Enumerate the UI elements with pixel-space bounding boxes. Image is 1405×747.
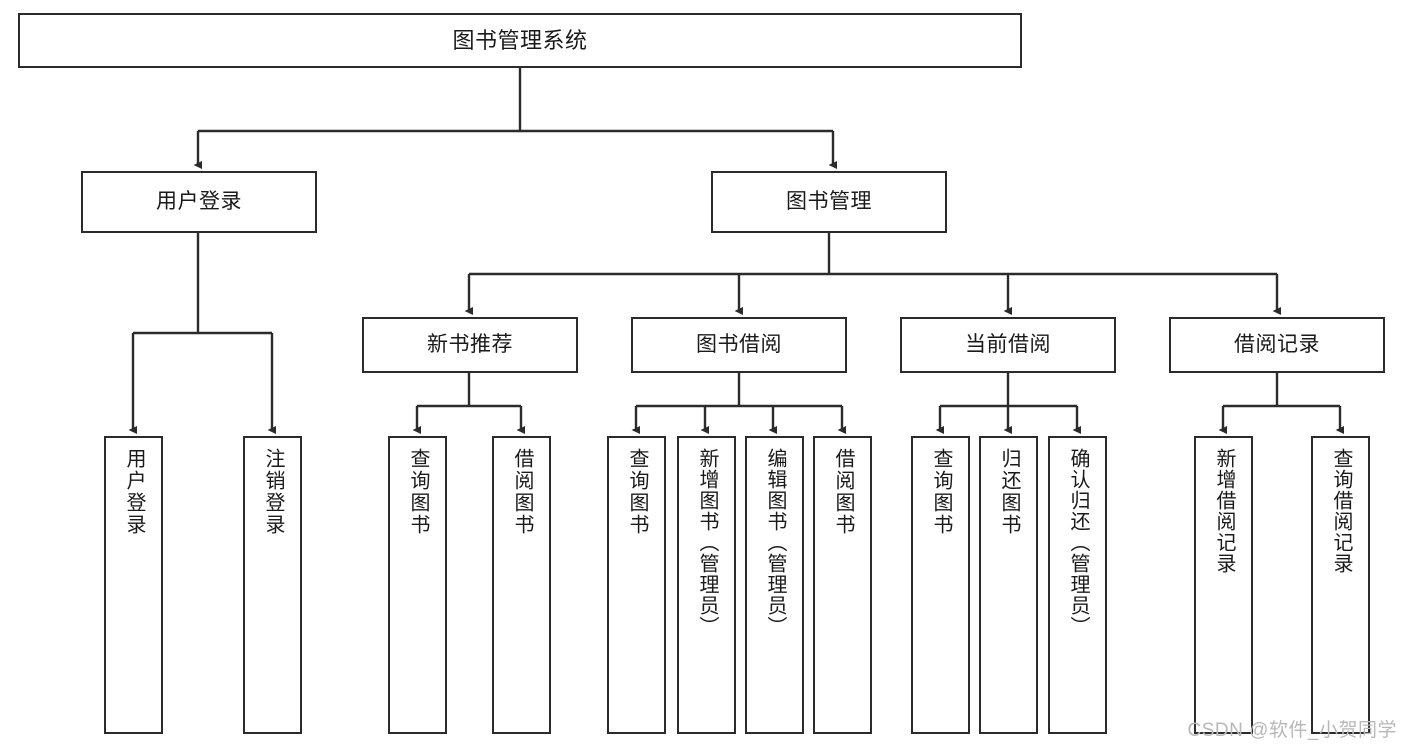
node-book-manage-label: 图书管理	[786, 189, 872, 213]
node-leaf-add-record-label: 新增借阅记录	[1213, 448, 1235, 574]
node-current-borrow-label: 当前借阅	[965, 332, 1051, 356]
node-leaf-add-book[interactable]: 新增图书（管理员）	[677, 436, 736, 734]
node-leaf-borrow-book-1-label: 借阅图书	[511, 448, 533, 536]
node-root-label: 图书管理系统	[452, 27, 588, 53]
node-leaf-borrow-book-2[interactable]: 借阅图书	[813, 436, 872, 734]
node-borrow-record[interactable]: 借阅记录	[1169, 317, 1385, 373]
node-leaf-query-record[interactable]: 查询借阅记录	[1311, 436, 1370, 734]
node-root[interactable]: 图书管理系统	[18, 13, 1022, 68]
node-leaf-query-book-1-label: 查询图书	[407, 448, 429, 536]
node-borrow-record-label: 借阅记录	[1234, 332, 1320, 356]
node-leaf-query-book-2-label: 查询图书	[626, 448, 648, 536]
node-current-borrow[interactable]: 当前借阅	[900, 317, 1116, 373]
node-leaf-logout-login-label: 注销登录	[262, 448, 284, 536]
node-user-login[interactable]: 用户登录	[81, 171, 317, 233]
node-new-book-recommend[interactable]: 新书推荐	[362, 317, 578, 373]
node-user-login-label: 用户登录	[156, 189, 242, 213]
node-leaf-edit-book[interactable]: 编辑图书（管理员）	[745, 436, 804, 734]
node-book-borrow[interactable]: 图书借阅	[631, 317, 847, 373]
node-leaf-query-book-2[interactable]: 查询图书	[607, 436, 666, 734]
node-leaf-add-book-label: 新增图书（管理员）	[696, 448, 718, 637]
node-book-manage[interactable]: 图书管理	[711, 171, 947, 233]
node-new-book-recommend-label: 新书推荐	[427, 332, 513, 356]
node-leaf-add-record[interactable]: 新增借阅记录	[1194, 436, 1253, 734]
node-leaf-edit-book-label: 编辑图书（管理员）	[764, 448, 786, 637]
node-leaf-query-book-3[interactable]: 查询图书	[911, 436, 970, 734]
node-leaf-return-book[interactable]: 归还图书	[979, 436, 1038, 734]
csdn-watermark: CSDN @软件_小贺同学	[1187, 720, 1397, 741]
node-leaf-borrow-book-2-label: 借阅图书	[832, 448, 854, 536]
node-leaf-confirm-return[interactable]: 确认归还（管理员）	[1048, 436, 1107, 734]
node-leaf-user-login[interactable]: 用户登录	[104, 436, 163, 734]
node-leaf-logout-login[interactable]: 注销登录	[243, 436, 302, 734]
node-leaf-confirm-return-label: 确认归还（管理员）	[1067, 448, 1089, 637]
node-book-borrow-label: 图书借阅	[696, 332, 782, 356]
node-leaf-user-login-label: 用户登录	[123, 448, 145, 536]
node-leaf-return-book-label: 归还图书	[998, 448, 1020, 536]
node-leaf-borrow-book-1[interactable]: 借阅图书	[492, 436, 551, 734]
node-leaf-query-record-label: 查询借阅记录	[1330, 448, 1352, 574]
node-leaf-query-book-1[interactable]: 查询图书	[388, 436, 447, 734]
node-leaf-query-book-3-label: 查询图书	[930, 448, 952, 536]
